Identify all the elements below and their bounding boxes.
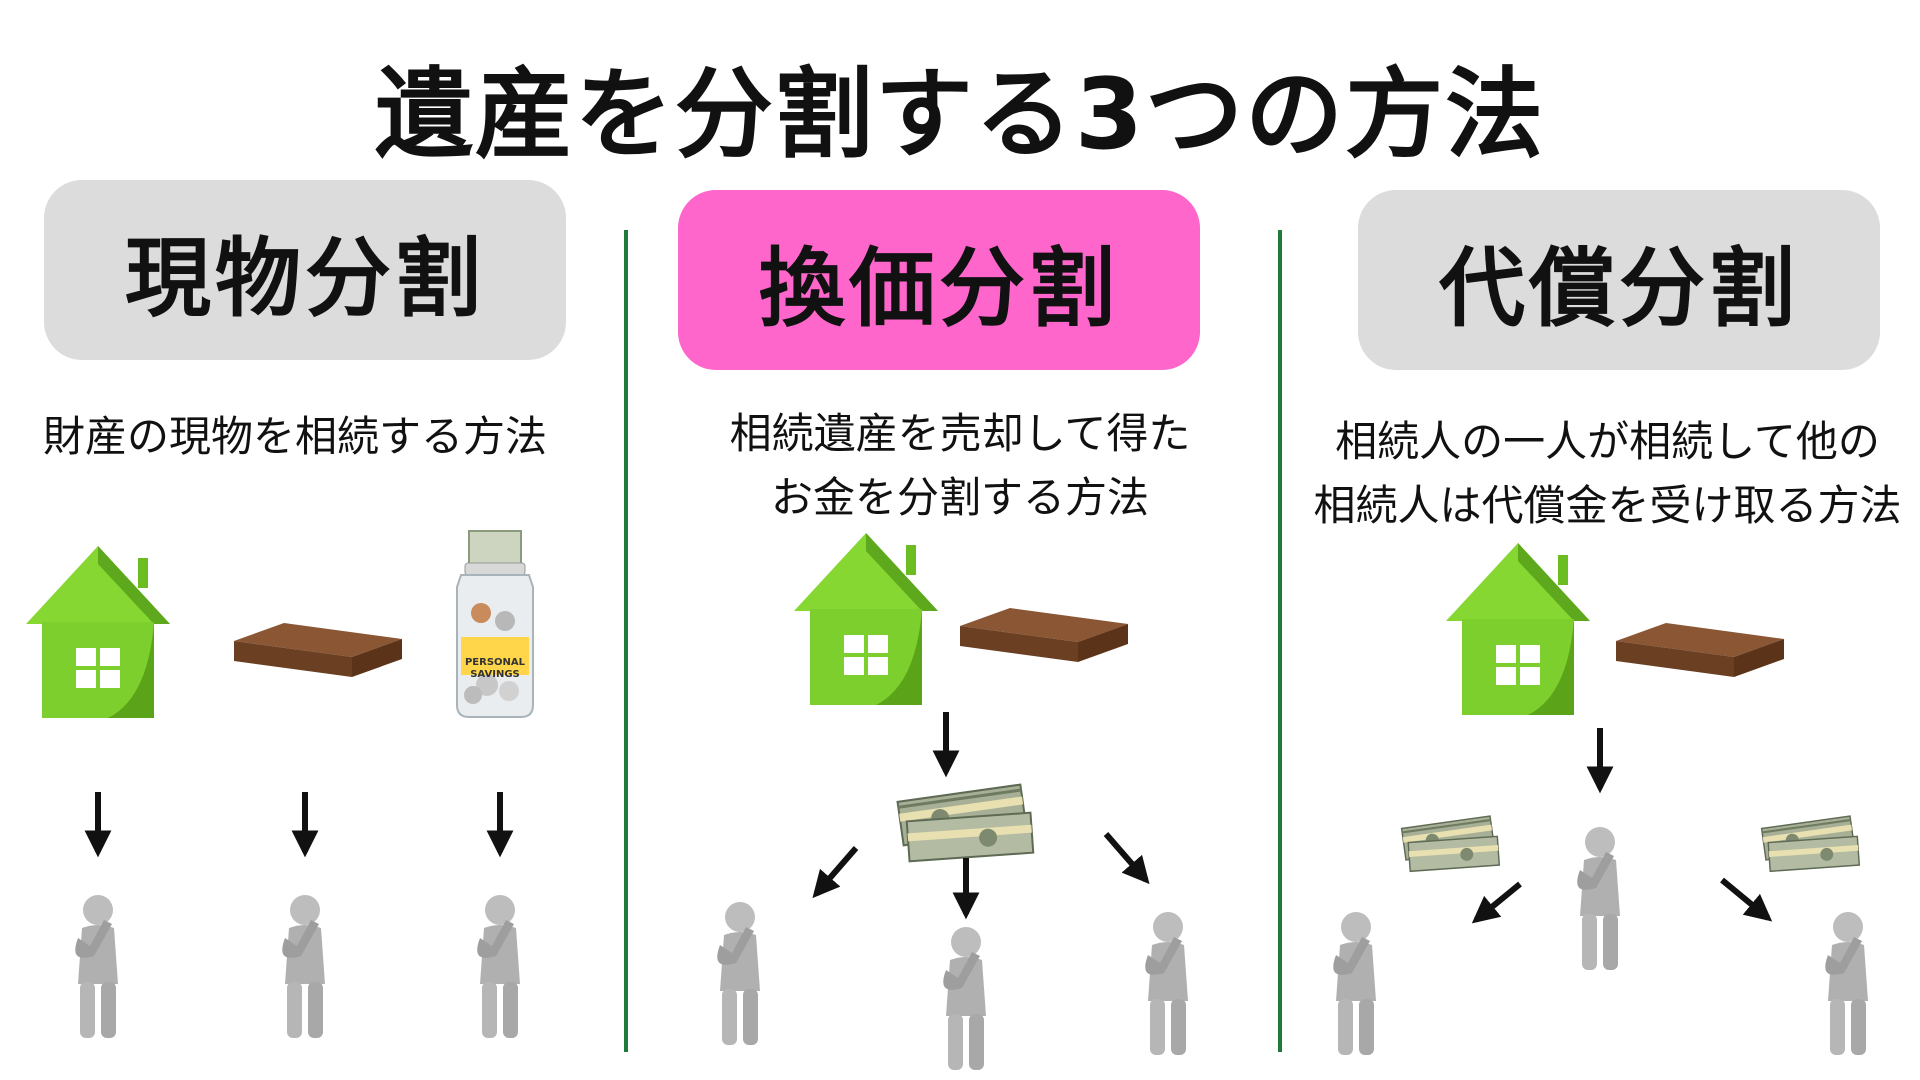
arrow-down-left-icon — [1471, 881, 1522, 924]
arrow-down-right-icon — [1720, 877, 1773, 922]
heir-person-icon — [1333, 912, 1376, 1055]
land-icon — [1616, 623, 1784, 677]
heir-person-icon — [75, 895, 118, 1038]
method-header-daisho: 代償分割 — [1358, 190, 1880, 370]
method-name: 換価分割 — [759, 238, 1119, 339]
heir-person-icon — [1825, 912, 1868, 1055]
house-icon — [26, 546, 170, 718]
arrow-down-left-icon — [812, 846, 859, 899]
description-line: 財産の現物を相続する方法 — [42, 412, 547, 461]
description-line: お金を分割する方法 — [770, 473, 1149, 522]
method-name: 代償分割 — [1439, 238, 1799, 339]
method-description-kanka: 相続遺産を売却して得た お金を分割する方法 — [640, 402, 1280, 530]
savings-jar-icon: PERSONAL SAVINGS — [456, 530, 534, 718]
method-description-genbutsu: 財産の現物を相続する方法 — [0, 405, 590, 469]
main-heir-person-icon — [1577, 827, 1620, 970]
jar-label: SAVINGS — [470, 669, 520, 680]
heir-person-icon — [477, 895, 520, 1038]
heir-person-icon — [943, 927, 986, 1070]
arrow-down-right-icon — [1103, 832, 1150, 885]
heir-person-icon — [282, 895, 325, 1038]
column-divider-left — [624, 230, 628, 1052]
land-icon — [234, 623, 402, 677]
description-line: 相続人の一人が相続して他の — [1335, 417, 1880, 466]
cash-stack-icon — [1400, 815, 1501, 873]
column-divider-right — [1278, 230, 1282, 1052]
method-header-genbutsu: 現物分割 — [44, 180, 566, 360]
land-icon — [960, 608, 1128, 662]
cash-stack-icon — [896, 783, 1035, 863]
method-header-kanka: 換価分割 — [678, 190, 1200, 370]
method-name: 現物分割 — [125, 228, 485, 329]
house-icon — [794, 533, 938, 705]
house-icon — [1446, 543, 1590, 715]
description-line: 相続遺産を売却して得た — [729, 409, 1191, 458]
jar-label: PERSONAL — [465, 657, 526, 668]
description-line: 相続人は代償金を受け取る方法 — [1313, 481, 1902, 530]
page-title: 遺産を分割する3つの方法 — [374, 58, 1546, 172]
heir-person-icon — [1145, 912, 1188, 1055]
method-description-daisho: 相続人の一人が相続して他の 相続人は代償金を受け取る方法 — [1295, 410, 1920, 538]
cash-stack-icon — [1760, 815, 1861, 873]
heir-person-icon — [717, 902, 760, 1045]
